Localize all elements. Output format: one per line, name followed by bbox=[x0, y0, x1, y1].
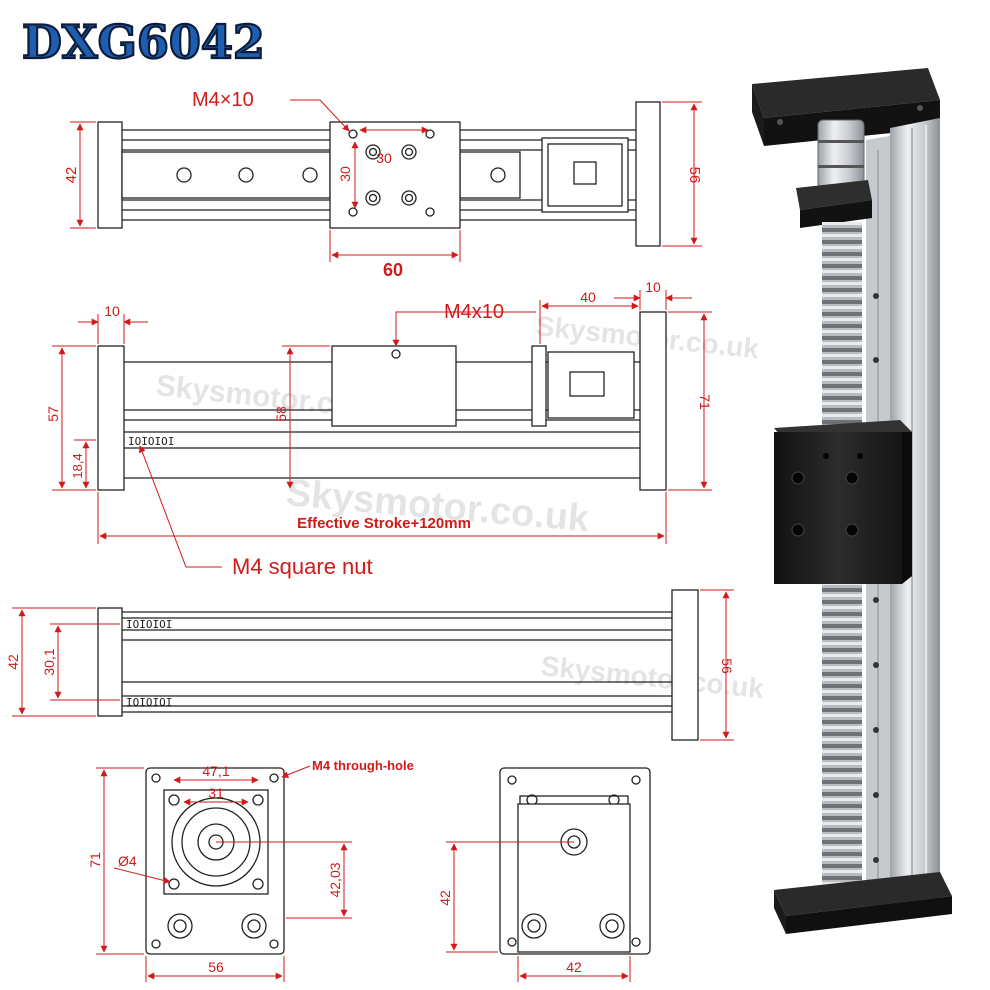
dim-label: 30 bbox=[376, 150, 392, 166]
dim-label: 56 bbox=[208, 959, 224, 975]
dim-label: 30,1 bbox=[41, 648, 57, 675]
dim-label: 60 bbox=[383, 260, 403, 280]
page-title: DXG6042 bbox=[22, 15, 265, 69]
nut-row: IOIOIOI bbox=[128, 435, 174, 448]
dim-label: 71 bbox=[697, 394, 713, 410]
nut-row: IOIOIOI bbox=[126, 696, 172, 709]
stroke-label: Effective Stroke+120mm bbox=[297, 515, 471, 532]
mount-hole bbox=[490, 167, 506, 183]
linear-actuator-photo bbox=[752, 68, 952, 934]
mount-hole bbox=[176, 167, 192, 183]
dim-label: 42,03 bbox=[327, 862, 343, 897]
nut-row: IOIOIOI bbox=[126, 618, 172, 631]
carriage-block bbox=[331, 345, 457, 427]
dim-label: 18,4 bbox=[70, 453, 85, 478]
dim-label: 10 bbox=[104, 303, 120, 319]
nut-callout: M4 square nut bbox=[232, 554, 373, 579]
top-view: 42 56 60 30 30 M4×10 bbox=[63, 89, 703, 280]
end-view-right: 42 42 bbox=[437, 767, 651, 982]
dim-label: 42 bbox=[5, 654, 21, 670]
mount-hole bbox=[238, 167, 254, 183]
dim-label: Ø4 bbox=[118, 853, 137, 869]
side-view: IOIOIOI 10 40 10 M4x10 57 18,4 58 bbox=[45, 279, 713, 579]
dim-label: 56 bbox=[686, 167, 703, 184]
dim-label: 47,1 bbox=[202, 763, 229, 779]
dim-label: 10 bbox=[645, 279, 661, 295]
dim-label: 56 bbox=[719, 658, 735, 674]
mount-hole bbox=[302, 167, 318, 183]
callout-screw: M4x10 bbox=[444, 301, 504, 323]
dim-label: 71 bbox=[87, 852, 103, 868]
hole-callout: M4 through-hole bbox=[312, 758, 414, 773]
dim-label: 31 bbox=[208, 785, 224, 801]
dim-label: 40 bbox=[580, 289, 596, 305]
dim-label: 42 bbox=[437, 890, 453, 906]
bottom-view: IOIOIOI IOIOIOI 42 30,1 56 bbox=[5, 589, 735, 741]
callout-screw: M4×10 bbox=[192, 89, 254, 111]
dim-label: 30 bbox=[337, 166, 353, 182]
dim-label: 42 bbox=[63, 167, 80, 184]
dim-label: 57 bbox=[45, 406, 61, 422]
dim-label: 58 bbox=[273, 406, 289, 422]
end-view-left: 47,1 31 M4 through-hole 71 Ø4 42,03 56 bbox=[87, 758, 414, 982]
dim-label: 42 bbox=[566, 959, 582, 975]
